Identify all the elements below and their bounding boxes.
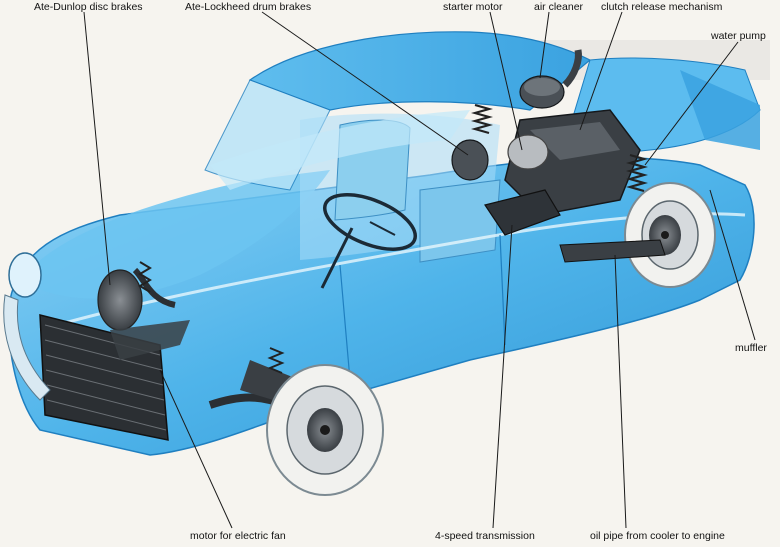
leader-lines	[83, 11, 756, 529]
label-muffler: muffler	[735, 342, 767, 354]
label-water-pump: water pump	[711, 30, 766, 42]
label-air-cleaner: air cleaner	[534, 1, 584, 13]
label-ate-lockheed-drum-brakes: Ate-Lockheed drum brakes	[185, 1, 312, 13]
label-motor-for-electric-fan: motor for electric fan	[190, 530, 286, 542]
steering-wheel	[320, 193, 418, 289]
front-bumper	[3, 294, 51, 401]
rear-wheel	[624, 182, 716, 288]
engine-block	[451, 49, 666, 263]
front-wheel	[266, 364, 384, 496]
label-ate-dunlop-disc-brakes: Ate-Dunlop disc brakes	[34, 1, 143, 13]
car-body	[8, 31, 761, 456]
front-left-suspension	[97, 261, 190, 360]
headlight	[8, 252, 42, 298]
label-starter-motor: starter motor	[443, 1, 503, 13]
label-4-speed-transmission: 4-speed transmission	[435, 530, 535, 542]
label-oil-pipe-from-cooler-to-engine: oil pipe from cooler to engine	[590, 530, 725, 542]
label-clutch-release-mechanism: clutch release mechanism	[601, 1, 723, 13]
